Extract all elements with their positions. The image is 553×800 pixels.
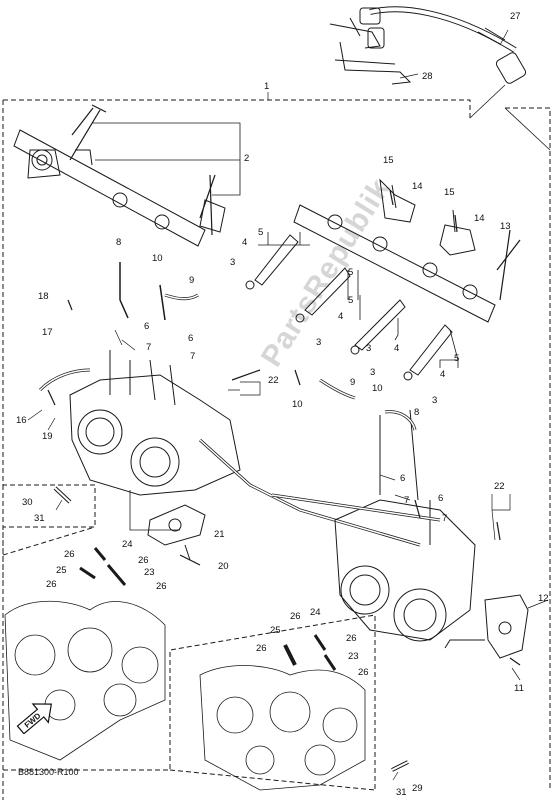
callout-28: 28 [422,71,433,82]
callout-26g: 26 [256,643,267,654]
callout-3d: 3 [370,367,376,378]
callout-10b: 10 [372,383,383,394]
diagram-code: B881300-R100 [18,767,79,777]
callout-17: 17 [42,327,53,338]
callout-10c: 10 [292,399,303,410]
callout-23b: 23 [348,651,359,662]
callout-8b: 8 [414,407,420,418]
leader-lines [27,29,549,781]
callout-2: 2 [244,153,250,164]
callout-27: 27 [510,11,521,22]
callout-3c: 3 [366,343,372,354]
callout-3b: 3 [316,337,322,348]
callout-21: 21 [214,529,225,540]
callout-26b: 26 [138,555,149,566]
callout-1: 1 [264,81,270,92]
hose-link-line [469,84,506,119]
throttle-body-lower [271,378,476,642]
callout-4b: 4 [338,311,344,322]
callout-6d: 6 [438,493,444,504]
small-fittings [53,486,501,772]
callout-6a: 6 [144,321,150,332]
fuel-rail-right [293,178,511,323]
callout-9b: 9 [350,377,356,388]
callout-5d: 5 [454,353,460,364]
callout-29: 29 [412,783,423,794]
callout-15a: 15 [383,155,394,166]
callout-31b: 31 [396,787,407,798]
assembly-boundary [2,99,551,800]
callout-18: 18 [38,291,49,302]
callout-6c: 6 [400,473,406,484]
callout-26d: 26 [156,581,167,592]
callout-24b: 24 [310,607,321,618]
callout-5a: 5 [258,227,264,238]
hose-link-line-2 [504,107,551,151]
callout-15b: 15 [444,187,455,198]
callout-26h: 26 [358,667,369,678]
callout-14a: 14 [412,181,423,192]
callout-25b: 25 [270,625,281,636]
callout-14b: 14 [474,213,485,224]
engine-inset-right [199,665,366,791]
leader-5-4 [258,232,459,368]
callout-22b: 22 [494,481,505,492]
callout-26a: 26 [64,549,75,560]
throttle-body-upper [38,262,421,547]
callout-7b: 7 [190,351,196,362]
inset-boundary-right [169,769,376,791]
callout-5c: 5 [348,295,354,306]
injectors [245,234,453,381]
hose-28 [329,17,412,85]
callout-31a: 31 [34,513,45,524]
callout-4c: 4 [394,343,400,354]
callout-7c: 7 [404,495,410,506]
callout-22a: 22 [268,375,279,386]
callout-7a: 7 [146,342,152,353]
inset-boundary-left [2,526,376,790]
callout-30: 30 [22,497,33,508]
callout-19: 19 [42,431,53,442]
callout-9a: 9 [189,275,195,286]
callout-11: 11 [514,683,524,694]
callout-26e: 26 [290,611,301,622]
fuel-rail-left [13,104,226,247]
callout-10a: 10 [152,253,163,264]
callout-24a: 24 [122,539,133,550]
callout-25a: 25 [56,565,67,576]
hose-27 [359,6,527,84]
callout-4d: 4 [440,369,446,380]
callout-26f: 26 [346,633,357,644]
callout-3e: 3 [432,395,438,406]
callout-20: 20 [218,561,229,572]
callout-23a: 23 [144,567,155,578]
leader-2 [92,122,241,196]
callout-8a: 8 [116,237,122,248]
callout-4a: 4 [242,237,248,248]
callout-7d: 7 [442,513,448,524]
callout-16: 16 [16,415,27,426]
callout-3a: 3 [230,257,236,268]
tps-21 [129,490,206,561]
engine-inset-left [4,600,166,761]
fwd-arrow-icon: FWD [16,703,53,734]
callout-5b: 5 [348,267,354,278]
callout-6b: 6 [188,333,194,344]
bolts [47,107,521,666]
callout-13: 13 [500,221,511,232]
callout-26c: 26 [46,579,57,590]
tps-12 [444,594,529,659]
callout-12: 12 [538,593,549,604]
